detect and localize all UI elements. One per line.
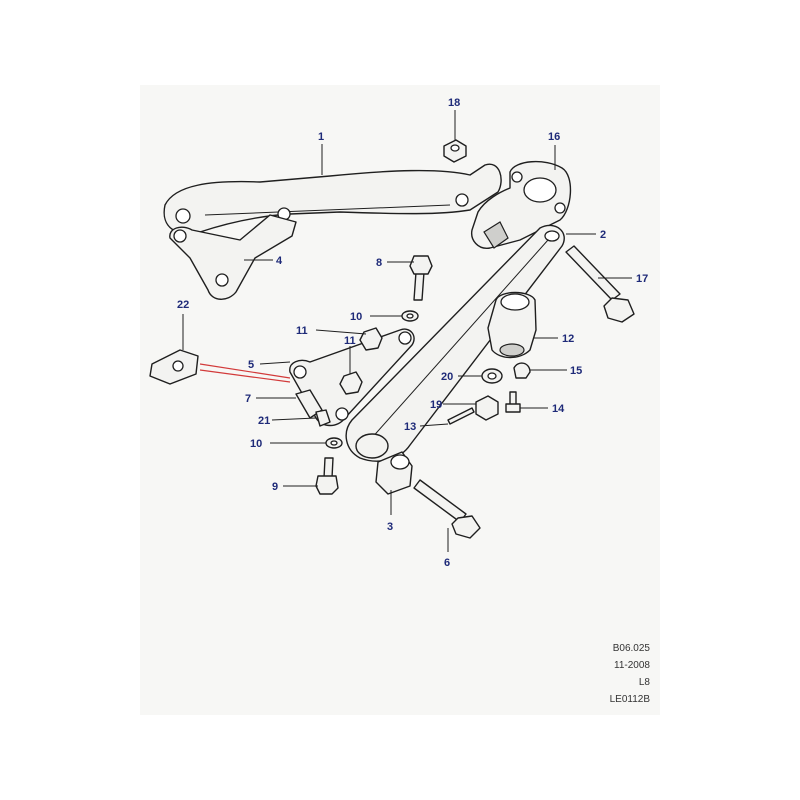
part-nut-18 (443, 139, 467, 163)
part-bush (375, 451, 413, 495)
callout-1: 1 (318, 131, 324, 143)
callout-16: 16 (548, 131, 560, 143)
callout-19: 19 (430, 399, 442, 411)
callout-8: 8 (376, 257, 382, 269)
leader-lines (182, 110, 632, 552)
part-clip (149, 349, 199, 385)
part-mounting-bracket (169, 214, 297, 300)
callout-11b: 11 (344, 335, 356, 347)
callout-17: 17 (636, 273, 648, 285)
callout-13: 13 (404, 421, 416, 433)
callout-labels: 1 2 3 4 5 6 7 8 9 10 10 11 11 12 13 14 1… (177, 97, 648, 569)
callout-5: 5 (248, 359, 254, 371)
part-crossmember-arm (163, 163, 502, 235)
diagram-ref: B06.025 (612, 643, 650, 654)
part-long-bolt-17 (565, 245, 635, 323)
part-bolt-6 (413, 479, 481, 539)
callout-18: 18 (448, 97, 460, 109)
drawing-reference-block: B06.025 11-2008 L8 LE0112B (560, 640, 650, 708)
callout-6: 6 (444, 557, 450, 569)
callout-7: 7 (245, 393, 251, 405)
callout-15: 15 (570, 365, 582, 377)
callout-11a: 11 (296, 325, 308, 337)
callout-20: 20 (441, 371, 453, 383)
callout-10a: 10 (350, 311, 362, 323)
part-bolt-8 (409, 255, 433, 301)
callout-2: 2 (600, 229, 606, 241)
callout-9: 9 (272, 481, 278, 493)
callout-12: 12 (562, 333, 574, 345)
callout-21: 21 (258, 415, 270, 427)
part-small-hardware (315, 310, 531, 449)
part-ball-joint (487, 291, 537, 359)
diagram-model: L8 (638, 677, 650, 688)
callout-10b: 10 (250, 438, 262, 450)
diagram-date: 11-2008 (614, 660, 650, 671)
callout-22: 22 (177, 299, 189, 311)
callout-14: 14 (552, 403, 565, 415)
callout-3: 3 (387, 521, 393, 533)
diagram-code: LE0112B (609, 694, 650, 705)
part-bolt-9 (315, 457, 339, 495)
callout-4: 4 (276, 255, 283, 267)
